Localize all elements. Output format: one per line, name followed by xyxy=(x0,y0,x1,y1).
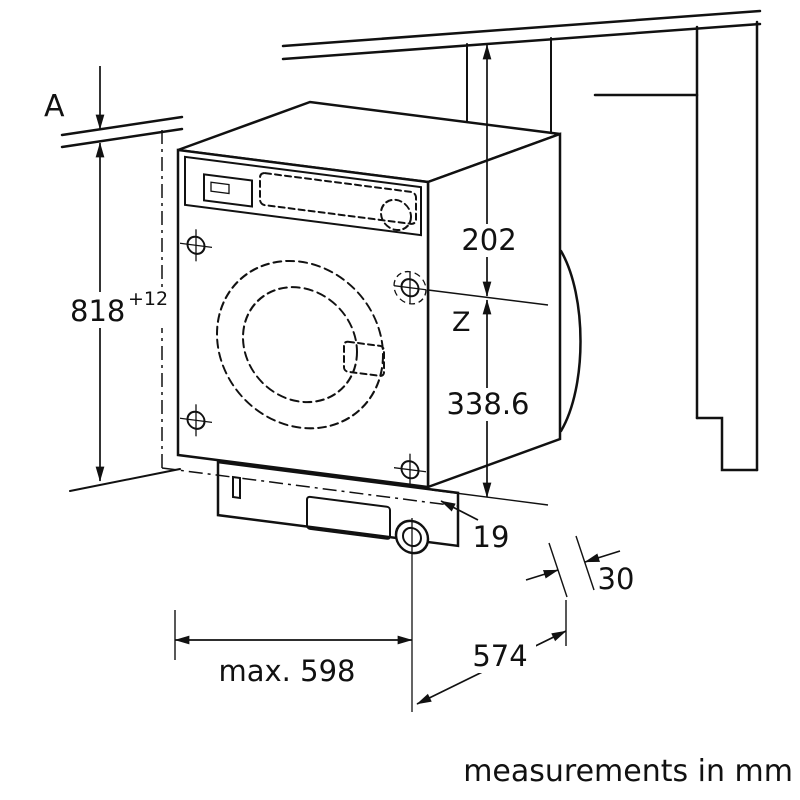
decor-door-bulge xyxy=(559,249,582,433)
worktop-underside-reference xyxy=(60,115,184,149)
worktop xyxy=(281,9,762,61)
floor-line xyxy=(69,468,181,492)
dimension-top-distance: 202 xyxy=(427,44,549,306)
plinth-flap xyxy=(306,495,391,540)
program-knob-outline xyxy=(380,198,412,232)
machine-front xyxy=(176,148,460,555)
display-window xyxy=(203,173,253,208)
dimension-niche-height: 818 +12 xyxy=(64,66,168,482)
z-point-marker xyxy=(393,270,427,305)
dimension-depth: 574 xyxy=(416,600,567,705)
niche-height-value: 818 xyxy=(70,294,125,328)
niche-outline-bottom xyxy=(161,467,458,507)
plinth-offset-value: 19 xyxy=(473,520,510,554)
mounting-point-marker xyxy=(180,404,212,437)
door-handle-outline xyxy=(343,340,385,377)
max-width-value: max. 598 xyxy=(219,654,356,688)
control-panel xyxy=(184,155,422,237)
dimension-max-width: max. 598 xyxy=(174,610,413,688)
worktop-bottom-edge xyxy=(281,22,762,61)
worktop-top-edge xyxy=(281,9,762,48)
dimension-z-distance: 338.6 xyxy=(431,299,549,506)
door-inner-circle xyxy=(242,286,358,404)
z-distance-value: 338.6 xyxy=(446,387,529,421)
top-distance-value: 202 xyxy=(461,223,516,257)
a-reference-label: A xyxy=(44,89,65,124)
panel-plinth-notch xyxy=(695,416,759,472)
display-inner xyxy=(210,181,230,195)
machine-side-face xyxy=(426,132,562,489)
mounting-point-marker xyxy=(180,229,212,262)
detergent-drawer-outline xyxy=(259,172,417,225)
dimension-plinth-offset: 19 xyxy=(440,500,510,554)
z-extension-line xyxy=(427,289,549,306)
cabinet-side-panel xyxy=(593,20,759,472)
z-point-label: Z xyxy=(452,307,471,338)
depth-value: 574 xyxy=(472,639,527,673)
niche-height-tolerance: +12 xyxy=(128,288,168,310)
units-note: measurements in mm xyxy=(463,754,793,789)
door-gap-value: 30 xyxy=(598,562,635,596)
dimension-door-gap: 30 xyxy=(525,535,635,598)
mounting-point-marker xyxy=(394,453,426,486)
rear-wall-lines xyxy=(466,37,552,134)
